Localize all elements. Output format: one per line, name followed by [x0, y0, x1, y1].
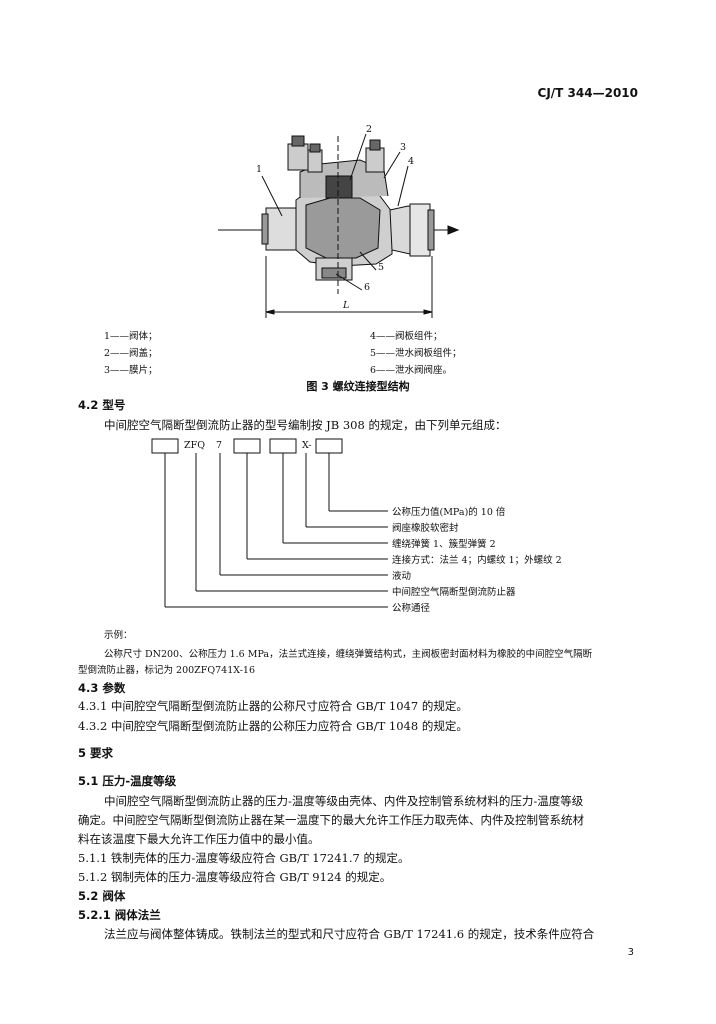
- section-5-1-line-2: 确定。中间腔空气隔断型倒流防止器在某一温度下的最大允许工作压力取壳体、内件及控制…: [78, 813, 584, 827]
- model-label-seal: 阀座橡胶软密封: [392, 523, 459, 534]
- callout-2: 2: [366, 124, 373, 135]
- section-5-2-1-heading: 5.2.1 阀体法兰: [78, 908, 161, 922]
- example-title: 示例：: [104, 630, 133, 641]
- model-code-7: 7: [216, 440, 223, 451]
- fitting-left: [287, 143, 309, 171]
- section-5-1-2: 5.1.2 钢制壳体的压力-温度等级应符合 GB/T 9124 的规定。: [78, 870, 392, 884]
- section-5-1-line-3: 料在该温度下最大允许工作压力值中的最小值。: [78, 832, 320, 846]
- model-label-spring: 缠绕弹簧 1、簇型弹簧 2: [392, 539, 496, 550]
- callout-5: 5: [378, 262, 385, 273]
- example-line-2: 型倒流防止器，标记为 200ZFQ741X-16: [78, 665, 255, 676]
- section-5-heading: 5 要求: [78, 746, 114, 760]
- model-label-pressure: 公称压力值(MPa)的 10 倍: [392, 507, 506, 518]
- flow-arrow: [447, 225, 460, 235]
- legend-item-4: 4——阀板组件；: [370, 331, 443, 342]
- example-line-1: 公称尺寸 DN200、公称压力 1.6 MPa，法兰式连接，缠绕弹簧结构式，主阀…: [104, 649, 593, 660]
- callout-1: 1: [256, 164, 263, 175]
- legend-item-2: 2——阀盖；: [104, 348, 158, 359]
- legend-item-1: 1——阀体；: [104, 331, 158, 342]
- model-label-drive: 液动: [392, 571, 412, 582]
- model-code-diagram: [151, 438, 388, 608]
- legend-item-6: 6——泄水阀阀座。: [370, 365, 453, 376]
- model-code-zfq: ZFQ: [184, 440, 205, 451]
- section-5-1-heading: 5.1 压力-温度等级: [78, 774, 177, 788]
- callout-4: 4: [408, 156, 415, 167]
- standard-number: CJ/T 344—2010: [537, 86, 638, 100]
- figure-caption: 图 3 螺纹连接型结构: [306, 380, 410, 393]
- outlet-connection: [409, 203, 431, 257]
- model-label-diameter: 公称通径: [392, 603, 431, 614]
- section-4-2-heading: 4.2 型号: [78, 398, 126, 412]
- model-label-type: 中间腔空气隔断型倒流防止器: [392, 587, 516, 598]
- section-4-3-1: 4.3.1 中间腔空气隔断型倒流防止器的公称尺寸应符合 GB/T 1047 的规…: [78, 699, 468, 713]
- section-5-1-line-1: 中间腔空气隔断型倒流防止器的压力-温度等级由壳体、内件及控制管系统材料的压力-温…: [104, 794, 584, 808]
- section-5-1-1: 5.1.1 铁制壳体的压力-温度等级应符合 GB/T 17241.7 的规定。: [78, 851, 410, 865]
- dimension-label: L: [343, 300, 350, 311]
- model-code-x: X-: [302, 440, 312, 451]
- section-5-2-heading: 5.2 阀体: [78, 889, 126, 903]
- section-5-2-1-text: 法兰应与阀体整体铸成。铁制法兰的型式和尺寸应符合 GB/T 17241.6 的规…: [104, 927, 595, 941]
- legend-item-3: 3——膜片；: [104, 365, 158, 376]
- valve-drawing: [218, 133, 460, 318]
- callout-6: 6: [364, 282, 371, 293]
- model-label-connection: 连接方式：法兰 4；内螺纹 1；外螺纹 2: [392, 555, 562, 566]
- fitting-right: [365, 147, 385, 173]
- section-4-3-heading: 4.3 参数: [78, 681, 126, 695]
- section-4-2-intro: 中间腔空气隔断型倒流防止器的型号编制按 JB 308 的规定，由下列单元组成：: [104, 418, 507, 432]
- page-number: 3: [627, 947, 634, 958]
- legend-item-5: 5——泄水阀板组件；: [370, 348, 462, 359]
- callout-3: 3: [400, 142, 407, 153]
- section-4-3-2: 4.3.2 中间腔空气隔断型倒流防止器的公称压力应符合 GB/T 1048 的规…: [78, 719, 468, 733]
- inlet-connection: [265, 207, 299, 251]
